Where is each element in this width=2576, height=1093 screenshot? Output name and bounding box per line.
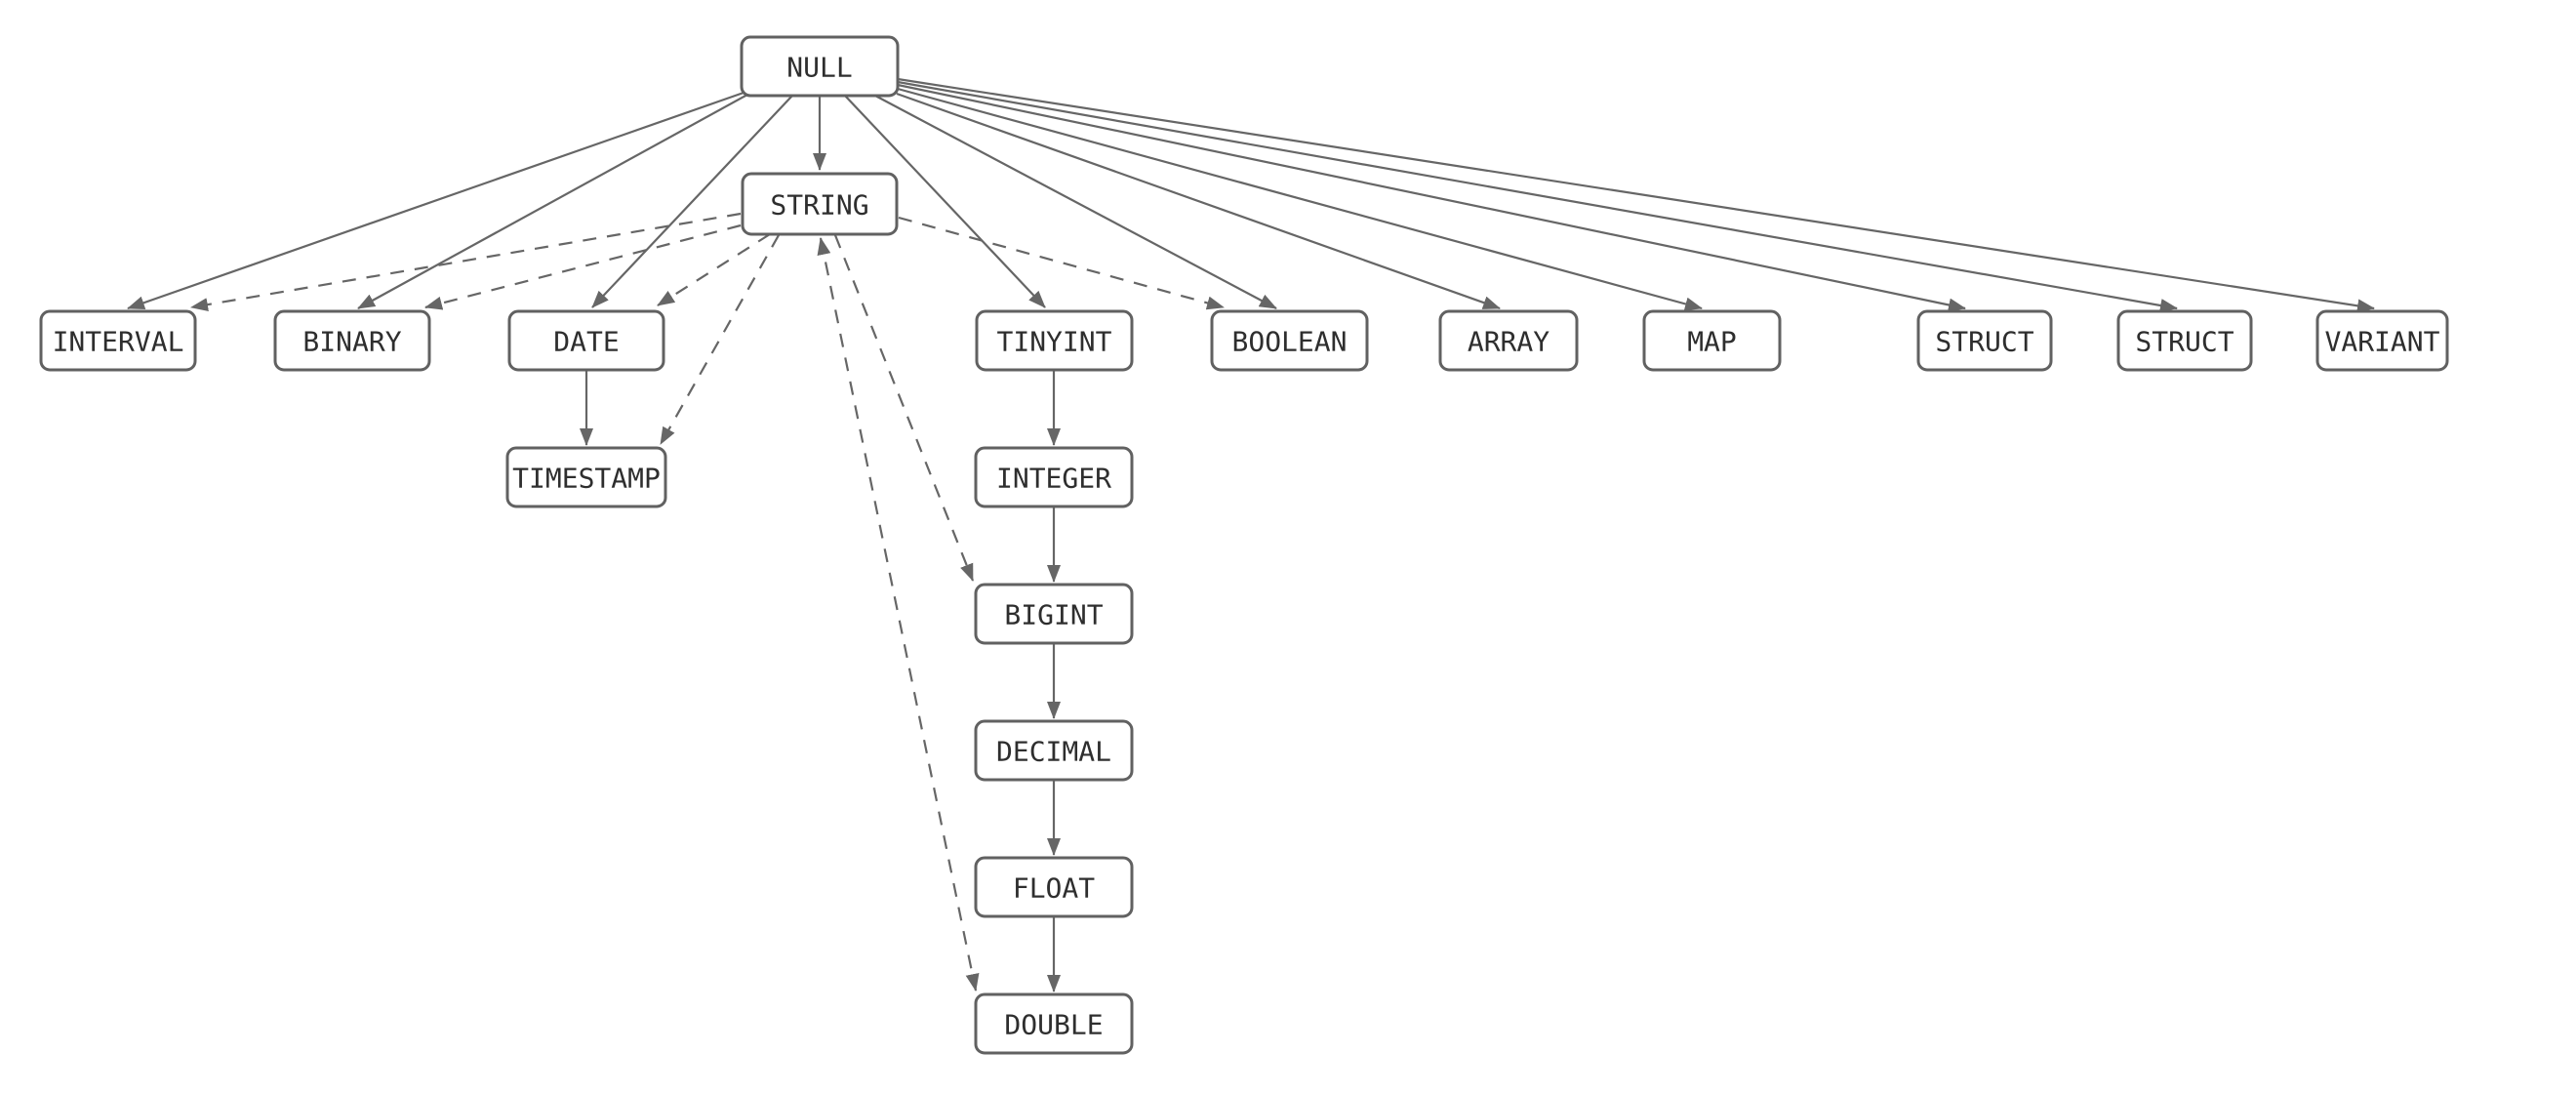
node-struct1: STRUCT (1916, 309, 2053, 372)
node-struct2-label: STRUCT (2135, 326, 2234, 358)
node-struct2: STRUCT (2116, 309, 2253, 372)
node-double-box (974, 992, 1134, 1055)
node-array: ARRAY (1438, 309, 1579, 372)
node-timestamp-label: TIMESTAMP (512, 463, 661, 495)
edge-null-to-array (896, 92, 1501, 310)
node-variant-box (2315, 309, 2449, 372)
node-integer-box (974, 446, 1134, 508)
node-string: STRING (741, 172, 899, 236)
edge-string-to-date-dashed (657, 233, 771, 306)
node-boolean-box (1210, 309, 1369, 372)
node-double-label: DOUBLE (1004, 1009, 1103, 1041)
edge-null-to-interval (127, 91, 745, 310)
edge-string-to-double-dashed (817, 237, 980, 992)
node-binary-box (273, 309, 431, 372)
edge-string-to-boolean-dashed (898, 216, 1225, 310)
node-tinyint-box (975, 309, 1134, 372)
node-date: DATE (507, 309, 665, 372)
node-string-label: STRING (770, 189, 868, 222)
node-interval-label: INTERVAL (53, 326, 184, 358)
edge-null-to-boolean (874, 95, 1277, 309)
edge-null-to-date (591, 95, 793, 308)
node-float: FLOAT (974, 856, 1134, 918)
node-date-label: DATE (553, 326, 619, 358)
node-null: NULL (740, 35, 900, 98)
node-map: MAP (1642, 309, 1782, 372)
node-bigint-label: BIGINT (1004, 599, 1103, 631)
nodes-layer: NULL STRING INTERVAL BINARY DATE TINYINT BOOLE… (39, 35, 2449, 1055)
node-timestamp-box (505, 446, 667, 508)
node-integer: INTEGER (974, 446, 1134, 508)
node-tinyint-label: TINYINT (996, 326, 1111, 358)
node-decimal-label: DECIMAL (996, 736, 1111, 768)
node-float-box (974, 856, 1134, 918)
node-bigint: BIGINT (974, 583, 1134, 645)
node-variant: VARIANT (2315, 309, 2449, 372)
node-variant-label: VARIANT (2324, 326, 2439, 358)
node-binary-label: BINARY (302, 326, 401, 358)
edge-null-to-binary (357, 94, 748, 309)
node-timestamp: TIMESTAMP (505, 446, 667, 508)
edge-string-to-timestamp-dashed (660, 234, 780, 445)
node-null-label: NULL (786, 52, 852, 84)
node-string-box (741, 172, 899, 236)
node-decimal: DECIMAL (974, 719, 1134, 782)
node-integer-label: INTEGER (996, 463, 1111, 495)
node-struct1-label: STRUCT (1935, 326, 2033, 358)
node-array-label: ARRAY (1468, 326, 1550, 358)
edge-string-to-interval-dashed (190, 212, 742, 312)
node-decimal-box (974, 719, 1134, 782)
node-map-box (1642, 309, 1782, 372)
edge-null-to-variant (897, 77, 2375, 313)
edge-string-to-binary-dashed (424, 223, 742, 310)
node-boolean: BOOLEAN (1210, 309, 1369, 372)
edge-null-to-tinyint (844, 95, 1046, 308)
node-interval: INTERVAL (39, 309, 197, 372)
edge-null-to-struct1 (897, 83, 1966, 312)
node-tinyint: TINYINT (975, 309, 1134, 372)
node-date-box (507, 309, 665, 372)
node-bigint-box (974, 583, 1134, 645)
edge-null-to-struct2 (897, 80, 2178, 312)
node-array-box (1438, 309, 1579, 372)
node-binary: BINARY (273, 309, 431, 372)
node-null-box (740, 35, 900, 98)
node-struct1-box (1916, 309, 2053, 372)
node-double: DOUBLE (974, 992, 1134, 1055)
node-struct2-box (2116, 309, 2253, 372)
node-boolean-label: BOOLEAN (1231, 326, 1347, 358)
node-map-label: MAP (1687, 326, 1737, 358)
node-float-label: FLOAT (1013, 872, 1095, 905)
node-interval-box (39, 309, 197, 372)
edge-null-to-map (897, 87, 1703, 311)
edges-layer (127, 77, 2375, 992)
